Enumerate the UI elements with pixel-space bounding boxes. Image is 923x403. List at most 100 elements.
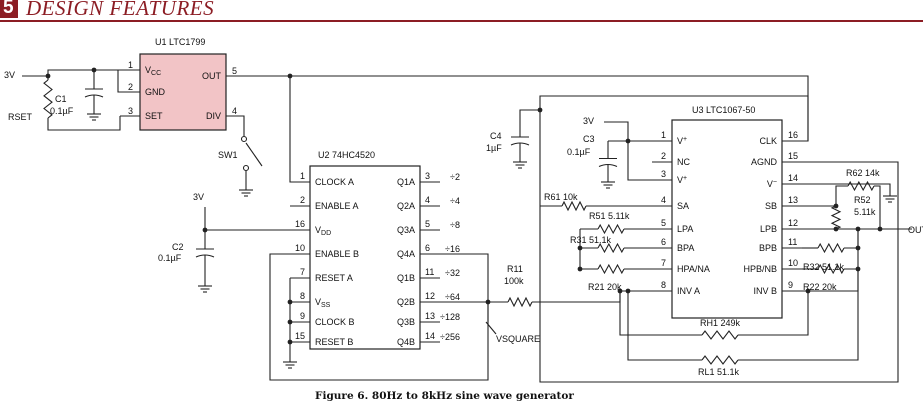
pin-number: 1 (661, 130, 666, 140)
pin-name: SET (145, 111, 163, 121)
switch-sw1 (245, 142, 263, 167)
label-c1-value: 0.1µF (50, 106, 74, 116)
wire (204, 207, 290, 231)
pin-name: HPA/NA (677, 264, 710, 274)
pin-name: Q1A (397, 177, 415, 187)
junction-dot (833, 226, 839, 232)
vsquare-arrow (485, 321, 497, 335)
pin-number: 5 (661, 218, 666, 228)
pin-number: 7 (661, 258, 666, 268)
label-r62: R62 14k (846, 168, 880, 178)
label-c2: C2 (172, 242, 184, 252)
label-rl1: RL1 51.1k (698, 367, 740, 377)
pin-name: Q4A (397, 249, 415, 259)
wire (802, 183, 891, 196)
pin-name: Q3B (397, 317, 415, 327)
resistor-r31 (597, 242, 625, 254)
junction-dot (625, 288, 631, 294)
pin-name: CLOCK B (315, 317, 355, 327)
label-r52-value: 5.11k (854, 207, 876, 217)
wire (117, 70, 140, 93)
pin-number: 14 (425, 331, 435, 341)
pin-name: ENABLE A (315, 201, 359, 211)
junction-dot (537, 107, 543, 113)
wires (22, 67, 912, 383)
u3-title: U3 LTC1067-50 (692, 105, 755, 115)
pin-number: 3 (128, 106, 133, 116)
label-3v-u3: 3V (583, 116, 594, 126)
pin-number: 2 (128, 82, 133, 92)
pin-name: Q2A (397, 201, 415, 211)
resistor-r52 (830, 205, 842, 230)
resistor-rl1 (701, 355, 739, 365)
pin-name: AGND (751, 157, 778, 167)
pin-name: INV A (677, 286, 700, 296)
pin-number: 8 (300, 291, 305, 301)
section-header: 5 DESIGN FEATURES (0, 0, 923, 22)
pin-number: 12 (788, 218, 798, 228)
label-3v-main: 3V (4, 70, 15, 80)
switch-contact (240, 135, 248, 143)
label-3v-u2: 3V (193, 192, 204, 202)
divide-label: ÷64 (445, 292, 460, 302)
u2-title: U2 74HC4520 (318, 150, 375, 160)
pin-number: 15 (788, 151, 798, 161)
pin-name: V− (767, 179, 777, 189)
label-c3-value: 0.1µF (567, 147, 591, 157)
pin-name: BPB (759, 243, 777, 253)
pin-name: Q3A (397, 225, 415, 235)
pin-number: 9 (788, 280, 793, 290)
resistor-r11 (507, 296, 533, 308)
label-sw1: SW1 (218, 150, 238, 160)
label-r51: R51 5.11k (589, 211, 630, 221)
pin-number: 2 (300, 195, 305, 205)
pin-number: 10 (295, 243, 305, 253)
divide-label: ÷128 (440, 312, 460, 322)
pin-name: CLOCK A (315, 177, 354, 187)
label-vsquare: VSQUARE (496, 334, 540, 344)
pin-number: 6 (661, 237, 666, 247)
pin-number: 5 (232, 66, 237, 76)
label-c4: C4 (490, 131, 502, 141)
pin-number: 13 (788, 195, 798, 205)
wire (874, 185, 881, 229)
resistor-r21 (597, 263, 625, 275)
pin-number: 4 (425, 195, 430, 205)
pin-number: 9 (300, 311, 305, 321)
label-c1: C1 (55, 94, 67, 104)
junction-dot (855, 245, 861, 251)
pin-name: LPB (760, 224, 777, 234)
pin-name: V+ (677, 175, 687, 185)
label-r32: R32 51.1k (803, 262, 845, 272)
label-r31: R31 51.1k (570, 235, 612, 245)
label-c4-value: 1µF (486, 143, 502, 153)
label-r52: R52 (854, 195, 871, 205)
label-rh1: RH1 249k (700, 318, 741, 328)
pin-number: 5 (425, 219, 430, 229)
label-rset: RSET (8, 112, 33, 122)
pin-name: SA (677, 201, 689, 211)
pin-number: 14 (788, 173, 798, 183)
pin-name: SB (765, 201, 777, 211)
wire (269, 253, 489, 381)
pin-number: 16 (295, 219, 305, 229)
pin-name: RESET B (315, 337, 353, 347)
pin-number: 16 (788, 130, 798, 140)
header-rule (0, 20, 923, 22)
divide-label: ÷256 (440, 332, 460, 342)
pin-number: 3 (661, 169, 666, 179)
wire (604, 121, 652, 142)
junction-dot (855, 266, 861, 272)
label-r61: R61 10k (544, 192, 578, 202)
section-number-badge: 5 (0, 0, 18, 18)
resistor-r62 (847, 180, 875, 192)
pin-number: 4 (232, 106, 237, 116)
resistor-rset (43, 79, 53, 119)
pin-number: 7 (300, 267, 305, 277)
pin-name: CLK (759, 136, 777, 146)
pin-number: 6 (425, 243, 430, 253)
divide-label: ÷32 (445, 268, 460, 278)
u1-title: U1 LTC1799 (155, 37, 205, 47)
